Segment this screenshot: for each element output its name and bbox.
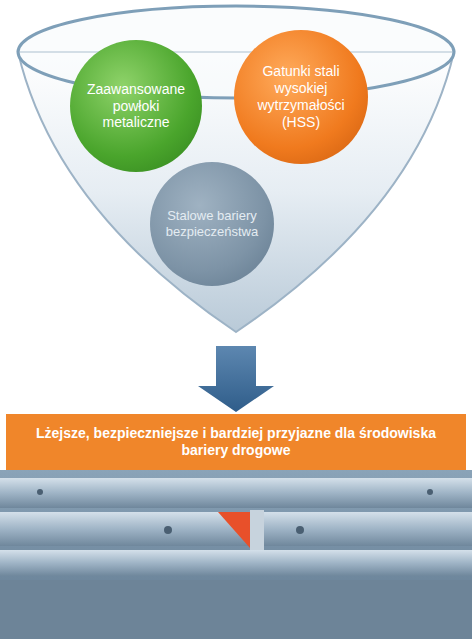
guardrail-photo: [0, 470, 472, 639]
circle-label: Zaawansowane powłoki metaliczne: [82, 81, 190, 131]
reflector: [218, 512, 250, 548]
feature-circle: Zaawansowane powłoki metaliczne: [70, 40, 202, 172]
guardrail-beam: [0, 478, 472, 508]
feature-circle: Gatunki stali wysokiej wytrzymałości (HS…: [234, 30, 368, 164]
bolt: [164, 526, 172, 534]
circle-label: Gatunki stali wysokiej wytrzymałości (HS…: [246, 63, 356, 130]
bolt: [296, 526, 304, 534]
bolt: [37, 489, 43, 495]
bolt: [427, 489, 433, 495]
circle-label: Stalowe bariery bezpieczeństwa: [161, 208, 263, 239]
result-band: Lżejsze, bezpieczniejsze i bardziej przy…: [6, 414, 466, 470]
product-circle: Stalowe bariery bezpieczeństwa: [150, 162, 274, 286]
down-arrow: [198, 346, 274, 412]
guardrail-shadow: [0, 580, 472, 639]
guardrail-beam: [0, 550, 472, 576]
reflector-mount: [250, 510, 264, 550]
result-text: Lżejsze, bezpieczniejsze i bardziej przy…: [26, 425, 446, 459]
